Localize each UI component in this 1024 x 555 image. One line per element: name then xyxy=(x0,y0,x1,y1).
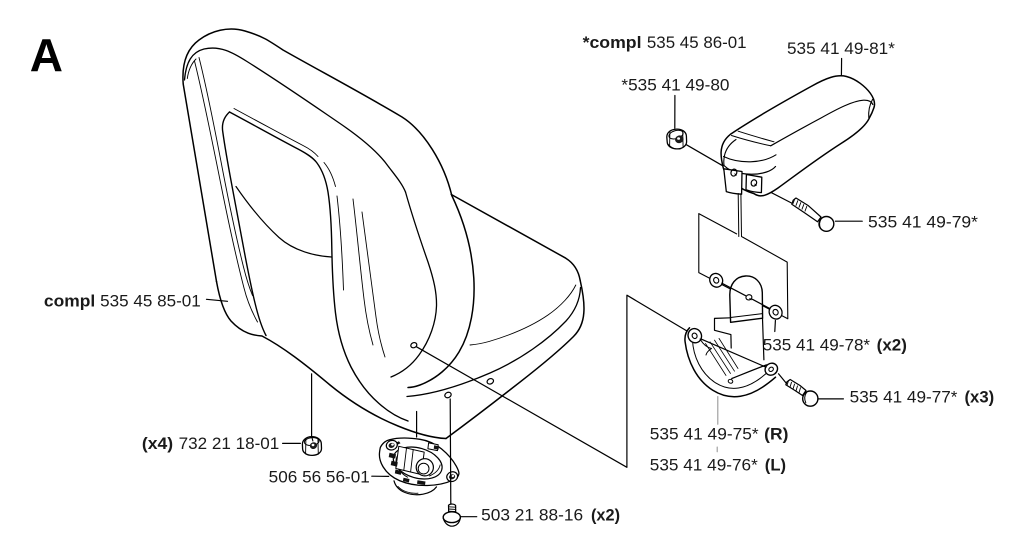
svg-text:*535 41 49-80: *535 41 49-80 xyxy=(621,76,729,94)
svg-text:(L): (L) xyxy=(765,456,786,474)
svg-text:(R): (R) xyxy=(764,426,788,444)
svg-text:535 41 49-75*: 535 41 49-75* xyxy=(650,426,759,444)
svg-text:A: A xyxy=(30,29,63,81)
svg-text:732 21 18-01: 732 21 18-01 xyxy=(179,435,280,453)
svg-text:(x4): (x4) xyxy=(142,435,173,453)
svg-text:compl: compl xyxy=(44,293,95,311)
svg-text:503 21 88-16: 503 21 88-16 xyxy=(481,507,583,525)
svg-text:535 41 49-78*: 535 41 49-78* xyxy=(763,337,871,355)
svg-text:(x2): (x2) xyxy=(877,337,907,355)
svg-text:535 45 85-01: 535 45 85-01 xyxy=(100,293,201,311)
svg-text:535 41 49-79*: 535 41 49-79* xyxy=(868,214,979,232)
svg-text:(x3): (x3) xyxy=(965,389,995,407)
svg-text:506 56 56-01: 506 56 56-01 xyxy=(269,469,370,487)
svg-text:*compl: *compl xyxy=(583,34,642,52)
svg-text:535 41 49-76*: 535 41 49-76* xyxy=(650,456,759,474)
svg-text:535 41 49-77*: 535 41 49-77* xyxy=(850,389,958,407)
svg-text:(x2): (x2) xyxy=(591,507,620,525)
svg-text:535 41 49-81*: 535 41 49-81* xyxy=(787,40,895,58)
svg-text:535 45 86-01: 535 45 86-01 xyxy=(647,34,747,52)
